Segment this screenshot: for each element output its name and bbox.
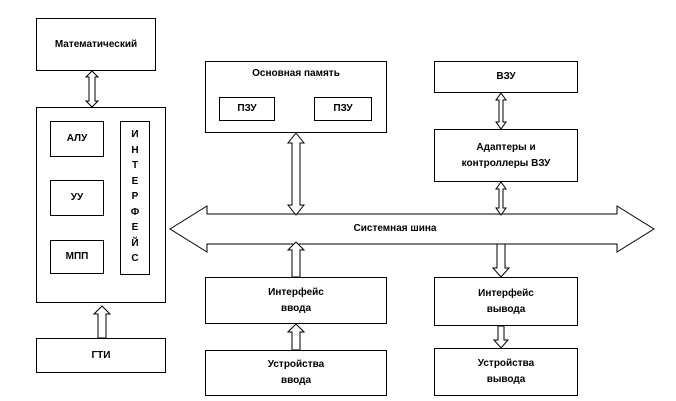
cu-block: УУ: [50, 180, 104, 216]
math-coprocessor-block: Математический: [36, 18, 156, 71]
interface-letter: Й: [131, 237, 139, 249]
interface-block: И Н Т Е Р Ф Е Й С: [120, 121, 150, 275]
mpp-label: МПП: [65, 251, 89, 262]
gti-cpu-arrow: [92, 305, 112, 339]
alu-block: АЛУ: [50, 121, 104, 157]
interface-letter: С: [131, 253, 139, 264]
output-interface-label: Интерфейс вывода: [478, 287, 534, 315]
adapters-label: Адаптеры и контроллеры ВЗУ: [461, 141, 551, 169]
vzu-adapter-arrow: [495, 92, 507, 130]
gti-block: ГТИ: [36, 338, 166, 373]
ram-label: ПЗУ: [333, 103, 353, 114]
math-coprocessor-label: Математический: [54, 38, 138, 50]
input-devices-arrow: [286, 323, 306, 351]
system-bus-label: Системная шина: [353, 223, 437, 234]
interface-letter: Е: [131, 222, 139, 233]
external-storage-label: ВЗУ: [496, 71, 516, 82]
ram-block: ПЗУ: [314, 97, 372, 121]
alu-label: АЛУ: [66, 133, 88, 144]
interface-letter: Е: [131, 175, 139, 187]
external-storage-block: ВЗУ: [434, 61, 578, 93]
interface-letter: Н: [131, 144, 139, 156]
memory-bus-arrow: [286, 132, 306, 216]
gti-label: ГТИ: [91, 349, 111, 361]
output-devices-block: Устройства вывода: [434, 348, 578, 396]
output-interface-block: Интерфейс вывода: [434, 277, 578, 326]
bus-output-interface-arrow: [491, 243, 511, 278]
input-devices-block: Устройства ввода: [205, 350, 387, 396]
adapters-block: Адаптеры и контроллеры ВЗУ: [434, 129, 578, 182]
rom-block: ПЗУ: [219, 97, 275, 121]
math-cpu-arrow: [84, 70, 100, 108]
interface-letter: Р: [131, 191, 139, 202]
mpp-block: МПП: [50, 240, 104, 274]
main-memory-label: Основная память: [252, 68, 340, 79]
rom-label: ПЗУ: [237, 103, 257, 114]
system-bus-arrow: [169, 205, 655, 253]
cu-label: УУ: [70, 192, 84, 203]
interface-letter: Ф: [130, 206, 140, 218]
input-interface-bus-arrow: [286, 241, 306, 278]
interface-letter: И: [131, 129, 139, 140]
output-devices-arrow: [492, 325, 510, 349]
adapter-bus-arrow: [495, 181, 507, 216]
interface-letter: Т: [131, 160, 139, 171]
input-devices-label: Устройства ввода: [267, 359, 325, 386]
output-devices-label: Устройства вывода: [477, 358, 535, 385]
input-interface-block: Интерфейс ввода: [205, 277, 387, 324]
input-interface-label: Интерфейс ввода: [268, 286, 324, 314]
